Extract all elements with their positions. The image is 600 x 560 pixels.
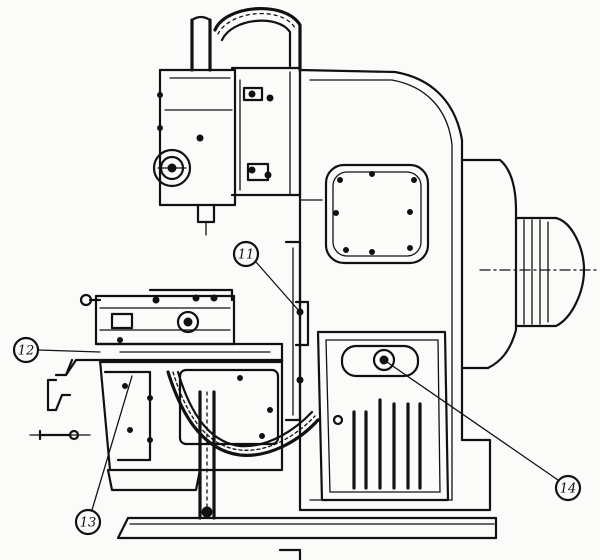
callout-leaders xyxy=(37,261,559,511)
callout-14: 14 xyxy=(554,474,582,502)
knee xyxy=(98,358,284,492)
column-access-panel xyxy=(324,163,430,265)
callout-12-label: 12 xyxy=(18,344,35,359)
callout-12: 12 xyxy=(12,336,40,364)
overarm xyxy=(230,66,302,197)
top-coolant-hose xyxy=(213,6,302,72)
work-table xyxy=(94,288,284,364)
callout-11: 11 xyxy=(232,240,260,268)
callout-13-label: 13 xyxy=(80,516,97,531)
coolant-hose xyxy=(166,370,320,457)
main-motor xyxy=(460,158,597,370)
callout-11-label: 11 xyxy=(238,248,255,263)
feed-crank xyxy=(29,293,102,441)
electrical-cabinet-door xyxy=(316,330,450,502)
knee-guide xyxy=(284,240,310,422)
machine-base xyxy=(116,516,498,560)
column-body xyxy=(298,68,492,512)
head-handwheel xyxy=(152,148,192,188)
spindle-head xyxy=(157,15,237,236)
elevating-screw xyxy=(198,390,216,520)
callout-13: 13 xyxy=(74,508,102,536)
callout-14-label: 14 xyxy=(560,482,577,497)
